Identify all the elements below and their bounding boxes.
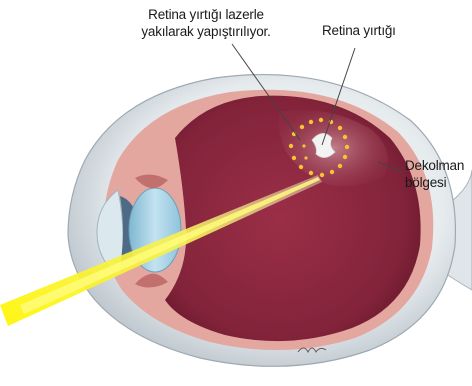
laser-spot — [309, 171, 313, 175]
label-laser-line2: yakılarak yapıştırılıyor. — [116, 23, 296, 40]
label-detach-line1: Dekolman — [405, 157, 464, 174]
laser-spot — [345, 145, 349, 149]
laser-spot — [289, 144, 293, 148]
laser-spot — [330, 170, 334, 174]
label-detach-line2: bölgesi — [405, 174, 464, 191]
label-retina-tear: Retina yırtığı — [322, 22, 396, 39]
laser-spot — [338, 126, 342, 130]
label-laser-repair: Retina yırtığı lazerle yakılarak yapıştı… — [116, 6, 296, 40]
laser-spot — [292, 156, 296, 160]
laser-spot — [300, 125, 304, 129]
laser-spot — [304, 156, 307, 159]
laser-spot — [343, 135, 347, 139]
label-detachment: Dekolman bölgesi — [405, 157, 464, 191]
laser-spot — [299, 165, 303, 169]
label-tear-text: Retina yırtığı — [322, 22, 396, 39]
laser-spot — [319, 118, 323, 122]
laser-spot — [343, 155, 347, 159]
laser-spot — [309, 120, 313, 124]
laser-spot — [302, 144, 305, 147]
laser-spot — [320, 173, 324, 177]
laser-spot — [338, 164, 342, 168]
label-laser-line1: Retina yırtığı lazerle — [116, 6, 296, 23]
